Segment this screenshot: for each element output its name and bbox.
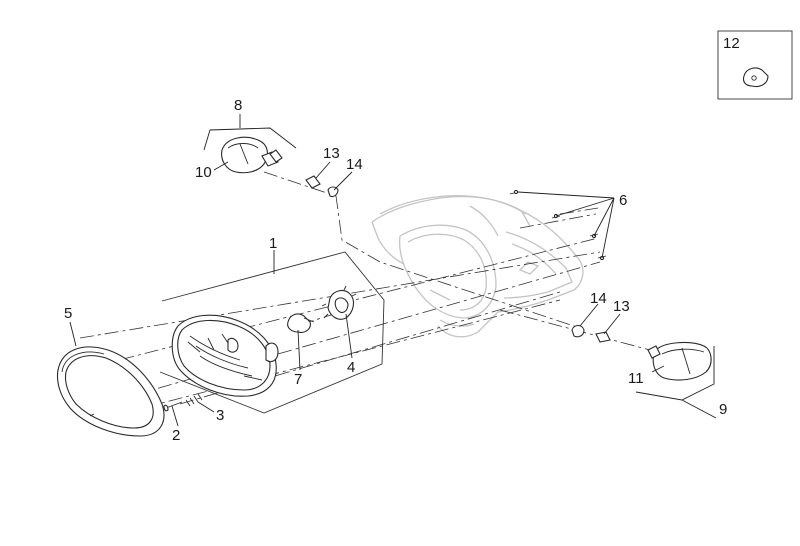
left-turn-indicator — [221, 136, 283, 174]
leader-lines — [69, 161, 665, 427]
callout-14-left: 14 — [346, 156, 363, 173]
right-bulb-13 — [595, 331, 611, 343]
callout-labels: 1 2 3 4 5 6 7 8 9 10 11 12 13 13 14 14 — [64, 35, 740, 444]
right-turn-indicator — [647, 341, 712, 381]
small-bulb — [287, 313, 315, 333]
callout-8: 8 — [234, 97, 242, 114]
headlight-assembly-frame — [159, 251, 385, 414]
inset-bulb-box — [717, 30, 793, 100]
callout-9: 9 — [719, 401, 727, 418]
adjuster-screw-and-spring — [163, 393, 203, 412]
right-grommet-14 — [571, 324, 585, 338]
callout-11: 11 — [628, 370, 644, 387]
callout-5: 5 — [64, 305, 72, 322]
callout-2: 2 — [172, 427, 180, 444]
callout-7: 7 — [294, 371, 302, 388]
left-bulb-13 — [305, 175, 321, 189]
callout-1: 1 — [269, 235, 277, 252]
indicator-group-bracket-9 — [635, 346, 717, 419]
bulb-socket — [321, 285, 357, 320]
assembly-axis-lines — [71, 171, 651, 421]
callout-3: 3 — [216, 407, 224, 424]
callout-14-right: 14 — [590, 290, 607, 307]
callout-12: 12 — [723, 35, 740, 52]
callout-10: 10 — [195, 164, 212, 181]
headlight-rim — [56, 346, 165, 437]
headlight-unit — [171, 314, 279, 397]
callout-13-right: 13 — [613, 298, 630, 315]
indicator-group-bracket-8 — [203, 114, 297, 151]
callout-13-left: 13 — [323, 145, 340, 162]
callout-4: 4 — [347, 359, 355, 376]
callout-6: 6 — [619, 192, 627, 209]
handlebar-cover-outline — [371, 194, 584, 338]
left-grommet-14 — [327, 186, 339, 198]
